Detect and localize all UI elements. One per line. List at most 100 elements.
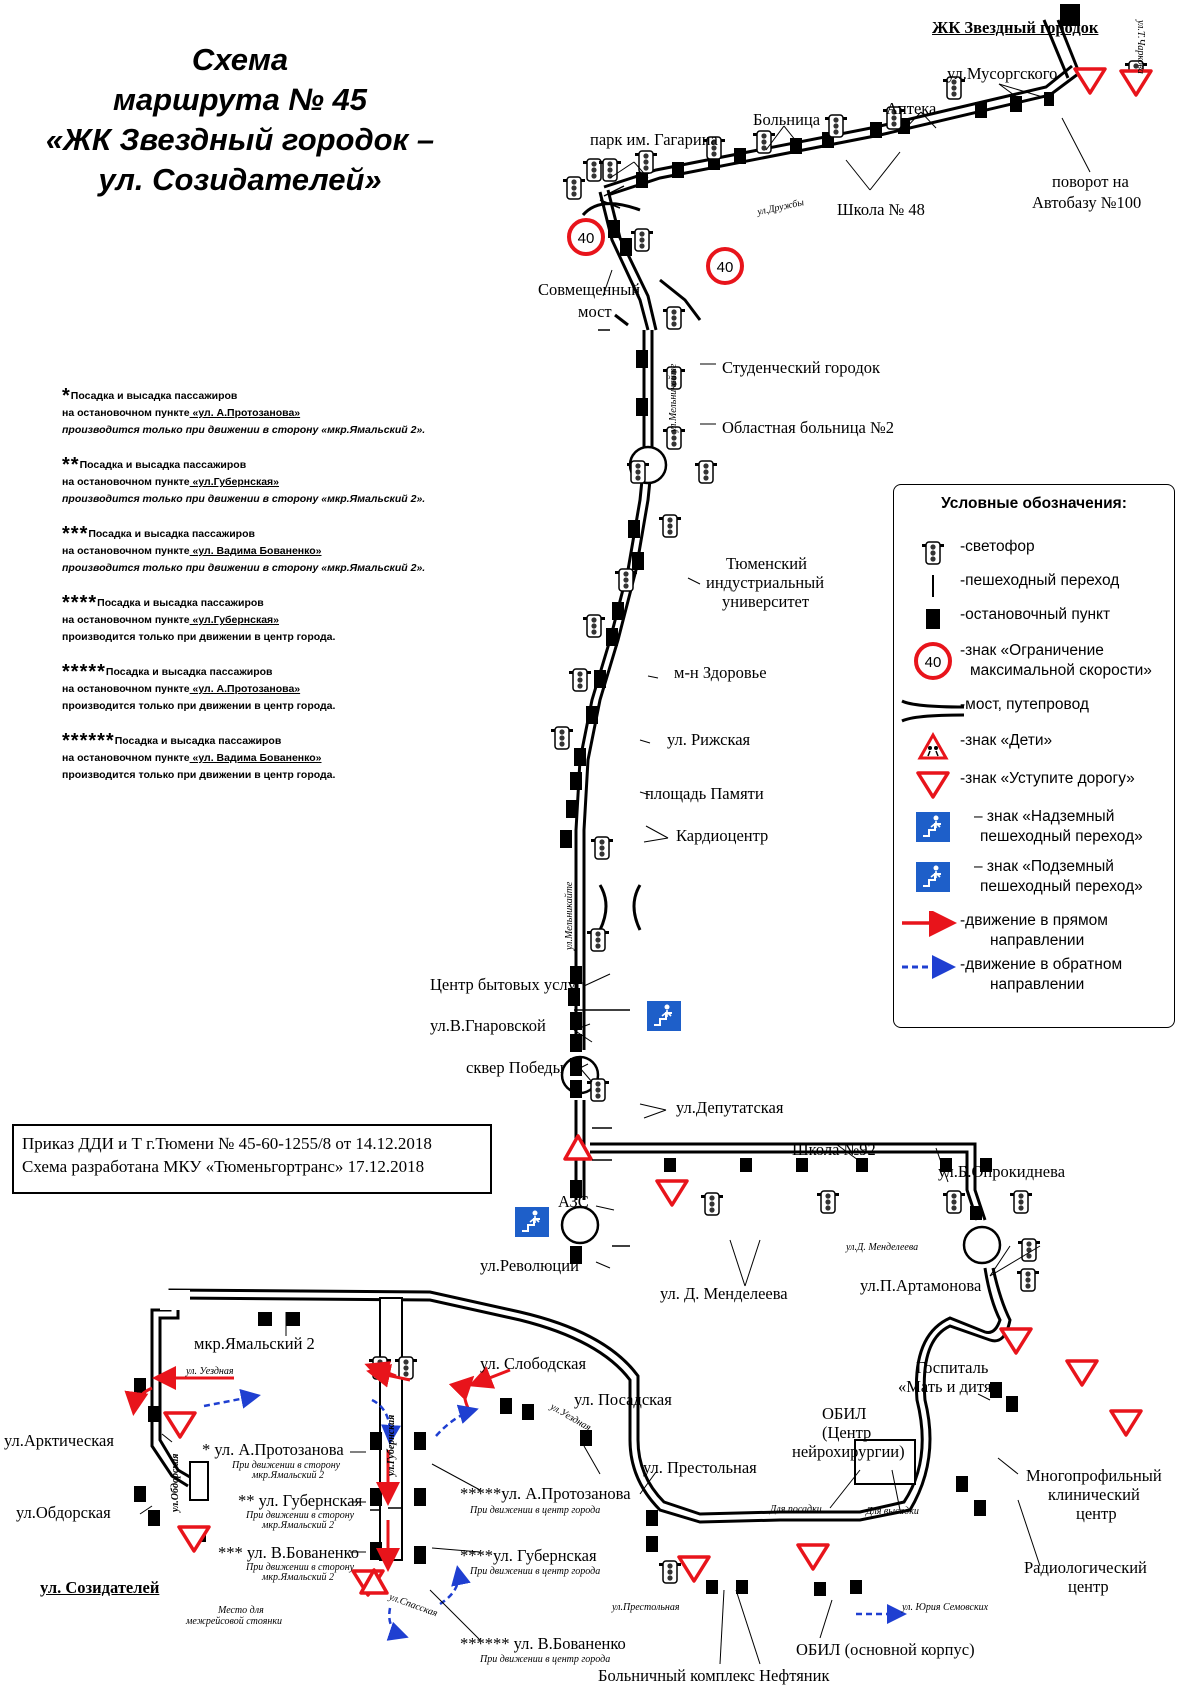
pedestrian-crossing-sign-icon (646, 1000, 682, 1032)
stop-marker (628, 520, 640, 538)
stop-marker (500, 1398, 512, 1414)
footnote-stop: «ул. А.Протозанова» (189, 407, 301, 419)
footnote-line-2: на остановочном пункте (62, 614, 190, 626)
legend-stop-label: -остановочный пункт (960, 606, 1111, 623)
label-leader-line (687, 577, 701, 585)
stop-radio-1: Радиологический (1024, 1558, 1147, 1577)
footnote-stars: **** (62, 592, 98, 614)
footnote-stop: «ул.Губернская» (189, 614, 280, 626)
stop-marker (370, 1488, 382, 1506)
stop-marker (632, 552, 644, 570)
stop-marker (975, 102, 987, 118)
label-leaders (139, 83, 1091, 1665)
stop-marker (636, 398, 648, 416)
legend: Условные обозначения: -светофор -пешеход… (893, 484, 1175, 1028)
stop-marker (646, 1536, 658, 1552)
label-leader-line (573, 1023, 591, 1031)
title-line-2: маршрута № 45 (112, 82, 368, 117)
street-melnikaite-2: ул.Мельникайте (564, 881, 575, 950)
stop-mendeleeva: ул. Д. Менделеева (660, 1284, 788, 1303)
footnote-line-1: Посадка и высадка пассажиров (105, 666, 273, 678)
street-melnikaite-1: ул.Мельникайте (668, 363, 679, 432)
yield-sign-icon (1109, 1409, 1143, 1437)
scheme-title: Схема маршрута № 45 «ЖК Звездный городок… (20, 40, 460, 200)
label-leader-line (920, 111, 937, 129)
label-leader-line (583, 1445, 601, 1475)
stop-marker (570, 1034, 582, 1052)
stop-gospital-2: «Мать и дитя» (898, 1377, 1000, 1396)
footnote-line-1: Посадка и высадка пассажиров (88, 528, 255, 540)
stop-pobedy: сквер Победы (466, 1058, 564, 1077)
stop-obil-neuro-2: (Центр (822, 1423, 872, 1442)
stop-marker (522, 1404, 534, 1420)
stop-marker (560, 830, 572, 848)
crossing-icon (932, 575, 934, 597)
label-leader-line (729, 1239, 746, 1287)
stop-revolution: ул.Революции (480, 1256, 579, 1275)
legend-yield-label: -знак «Уступите дорогу» (960, 770, 1135, 787)
stop-park: парк им. Гагарина (590, 130, 718, 149)
roundabouts (560, 445, 1002, 1265)
crosswalk-mark (603, 185, 625, 197)
label-leader-line (783, 125, 801, 147)
label-leader-line (935, 1147, 949, 1183)
stop-pamyati: площадь Памяти (645, 784, 764, 803)
label-leader-line (161, 1433, 173, 1443)
legend-traffic-light-label: -светофор (960, 538, 1035, 555)
street-obdorskaya: ул.Обдорская (170, 1453, 181, 1512)
traffic-light-icon (658, 1560, 682, 1584)
label-leader-line (602, 269, 613, 297)
stop-marker (734, 148, 746, 164)
footnote-line-1: Посадка и высадка пассажиров (97, 597, 264, 609)
stop-student: Студенческий городок (722, 358, 880, 377)
stop-radio-2: центр (1068, 1577, 1109, 1596)
traffic-light-icon (550, 726, 574, 750)
street-zharkova: ул.Т.Чаркова (1135, 20, 1146, 74)
stop-sozidateley: ул. Созидателей (40, 1578, 160, 1597)
note-to-yamal-2c: мкр.Ямальский 2 (262, 1572, 335, 1583)
footnote-stars: ***** (62, 661, 106, 683)
label-leader-line (989, 1245, 1011, 1277)
traffic-light-icon (658, 514, 682, 538)
stop-marker (1010, 96, 1022, 112)
note-to-center-a: При движении в центр города (470, 1505, 601, 1516)
yield-sign-icon (655, 1179, 689, 1207)
stop-musorgsky: ул.Мусоргского (947, 64, 1058, 83)
label-leader-line (977, 1393, 991, 1401)
legend-children-label: -знак «Дети» (960, 732, 1053, 749)
stop-marker (566, 800, 578, 818)
label-leader-line (595, 1261, 611, 1269)
stop-gubernskaya-a: ** ул. Губернская (238, 1491, 363, 1510)
stop-marker (790, 138, 802, 154)
stop-zvezdny: ЖК Звездный городок (932, 18, 1099, 37)
stop-marker (814, 1582, 826, 1596)
reverse-arrow-icon (439, 1565, 471, 1606)
bridges (581, 202, 702, 931)
label-leader-line (643, 837, 669, 843)
stop-marker (570, 772, 582, 790)
traffic-light-icon (568, 668, 592, 692)
note-to-yamal-1a: При движении в сторону (232, 1460, 341, 1471)
stop-marker (980, 1158, 992, 1172)
stop-tiu-3: университет (722, 592, 810, 611)
stop-rizhskaya: ул. Рижская (667, 730, 751, 749)
stop-mkc-3: центр (1076, 1504, 1117, 1523)
label-leader-line (997, 1457, 1019, 1475)
stop-oprokidneva: ул.Б.Опрокиднева (938, 1162, 1066, 1181)
stop-marker (594, 670, 606, 688)
footnote-stop: «ул. Вадима Бованенко» (189, 752, 322, 764)
stop-marker (370, 1542, 382, 1560)
label-leader-line (431, 1463, 481, 1491)
stop-marker (586, 706, 598, 724)
footnote-stars: ** (62, 454, 80, 476)
label-leader-line (429, 1589, 481, 1641)
stop-marker (990, 1382, 1002, 1398)
label-leader-line (1017, 1499, 1041, 1567)
stop-arkticheskaya: ул.Арктическая (4, 1431, 114, 1450)
